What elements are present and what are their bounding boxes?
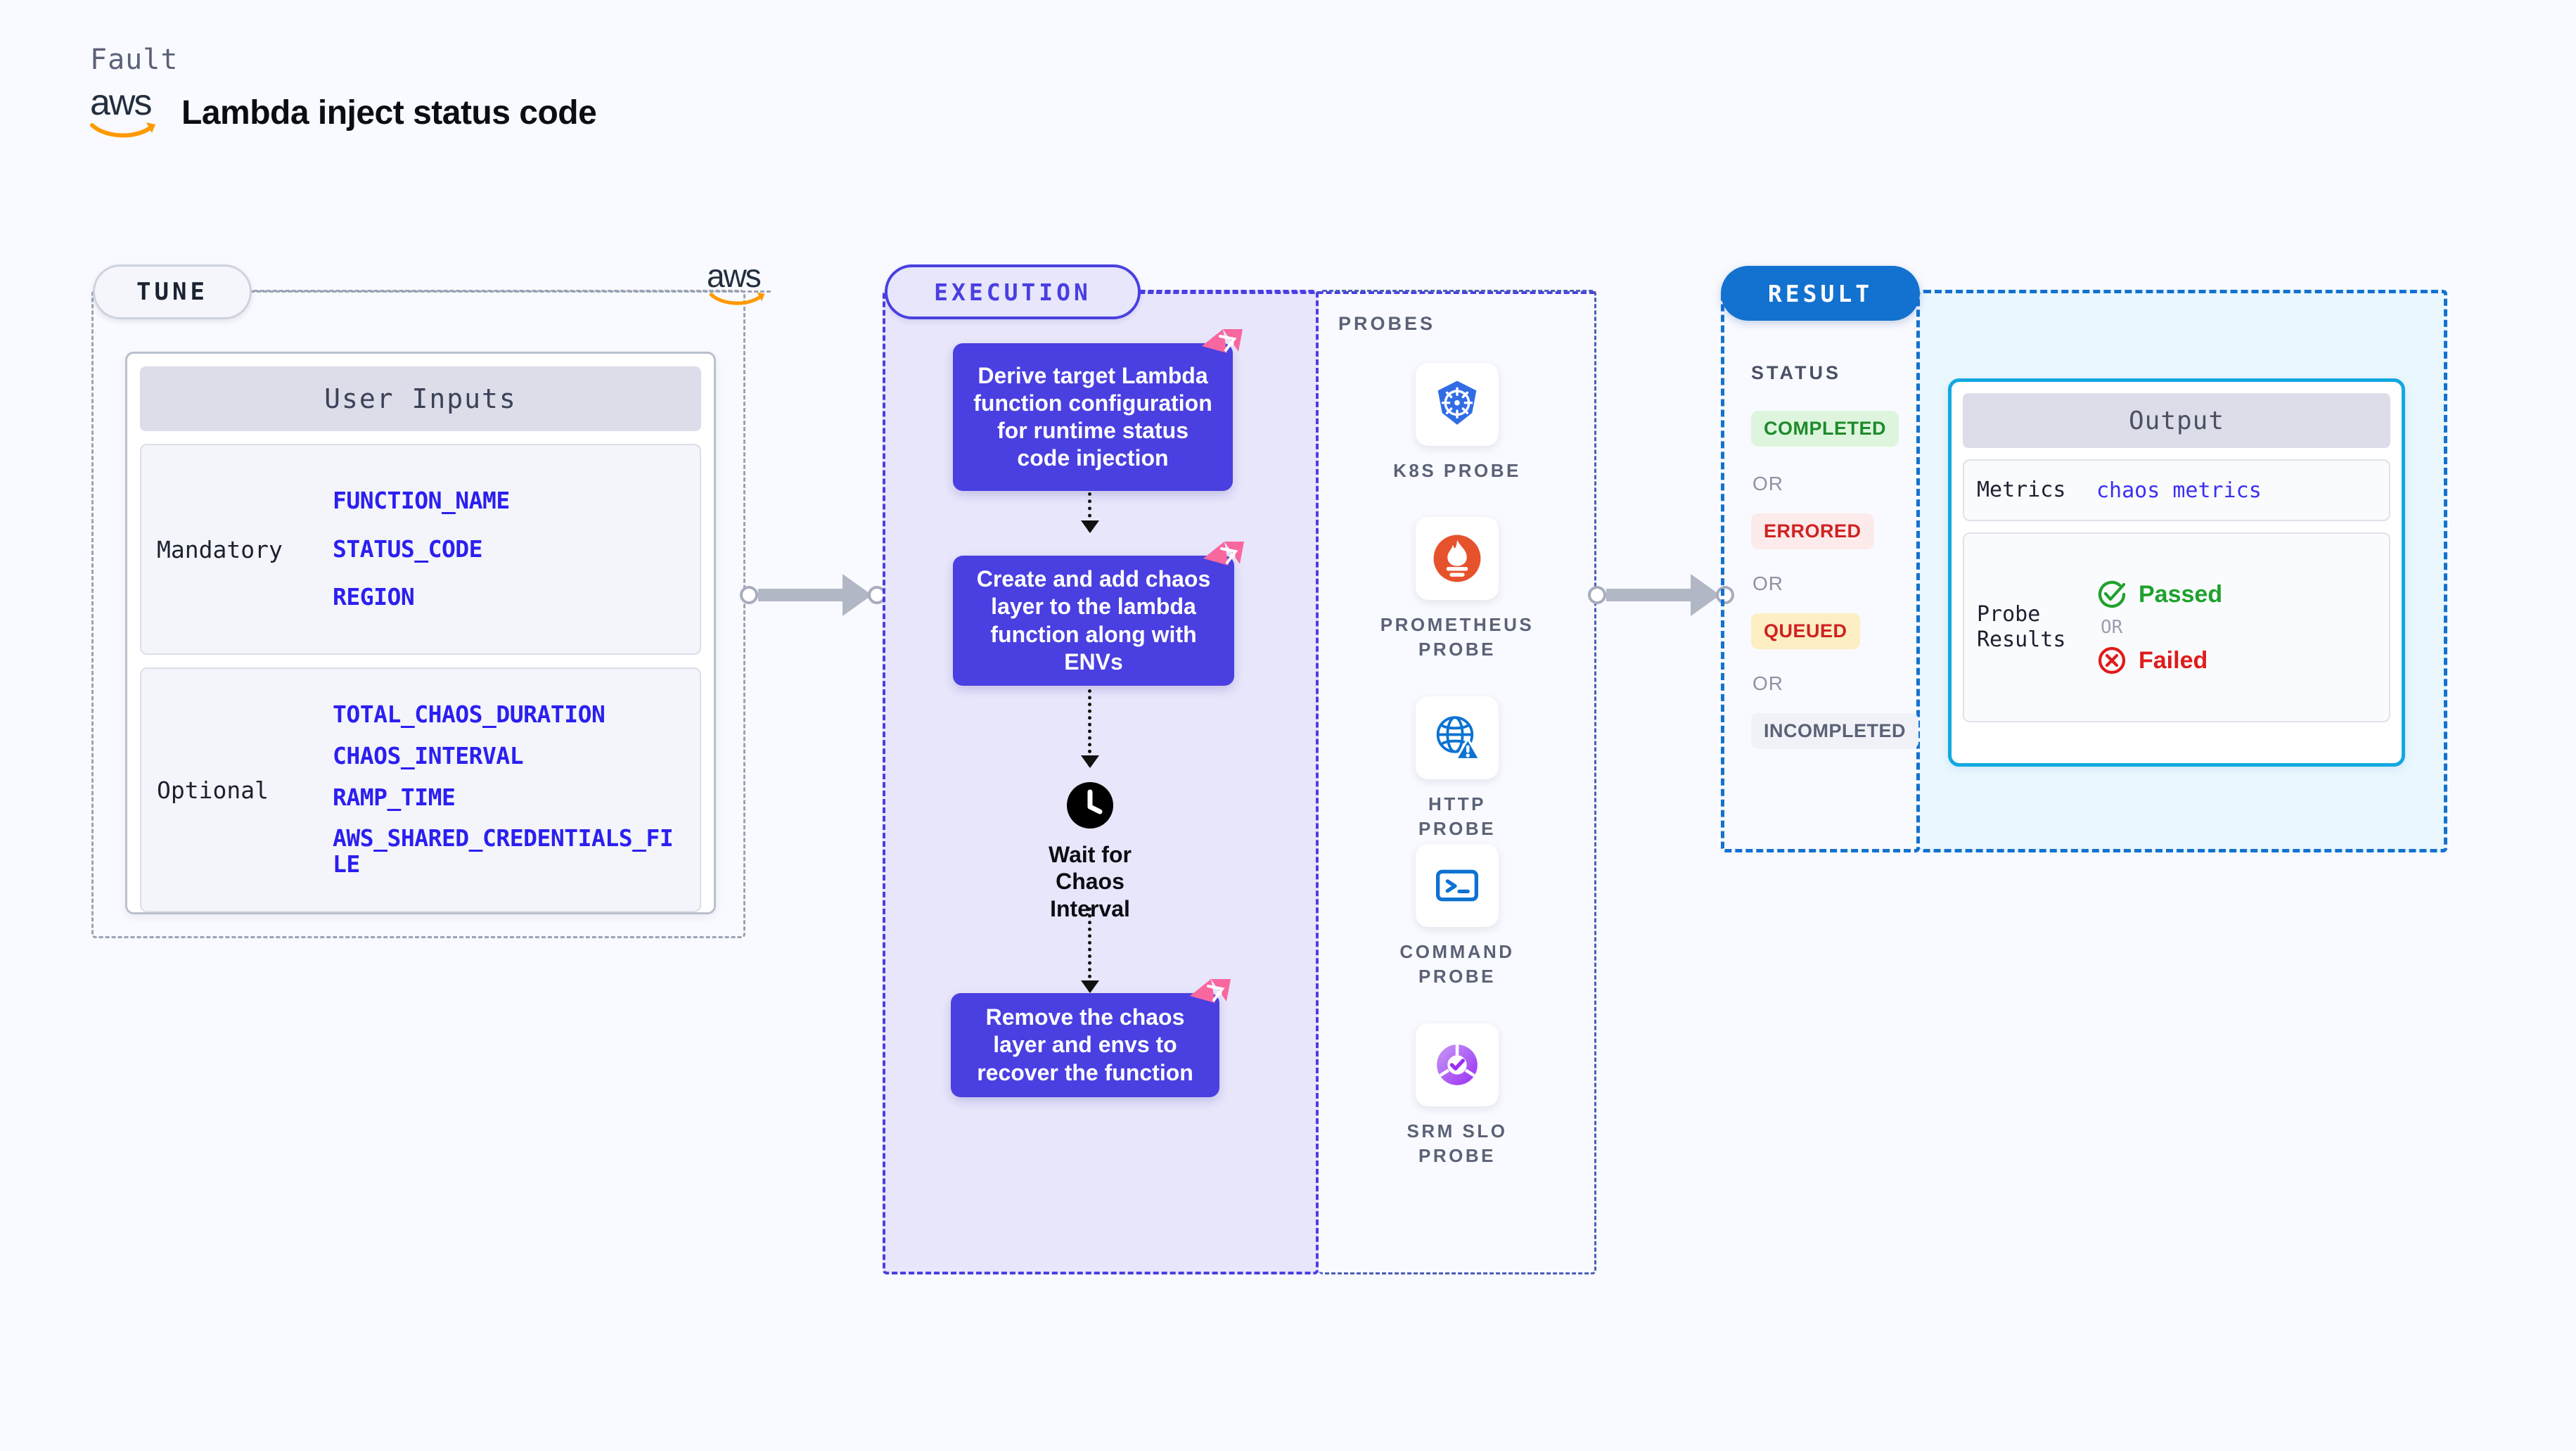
connector-execution-to-result: [1588, 574, 1734, 616]
prometheus-icon: [1433, 535, 1481, 582]
metrics-value: chaos metrics: [2096, 478, 2262, 503]
failed-label: Failed: [2139, 646, 2208, 674]
probe-result-passed: Passed: [2096, 579, 2222, 610]
param-total-chaos-duration: TOTAL_CHAOS_DURATION: [333, 700, 605, 728]
check-circle-icon: [2098, 580, 2126, 608]
execution-top-dashed-line: [1139, 291, 1595, 294]
connector-start-dot: [740, 586, 758, 604]
probes-section: [1319, 290, 1596, 1274]
param-status-code: STATUS_CODE: [333, 535, 483, 563]
optional-params-group: Optional TOTAL_CHAOS_DURATION CHAOS_INTE…: [140, 667, 701, 912]
optional-values: TOTAL_CHAOS_DURATION CHAOS_INTERVAL RAMP…: [333, 700, 686, 878]
page-title: Lambda inject status code: [181, 94, 597, 132]
output-row-probe-results: Probe Results Passed OR Failed: [1963, 532, 2390, 722]
terminal-icon: [1435, 869, 1479, 902]
param-chaos-interval: CHAOS_INTERVAL: [333, 741, 524, 769]
tune-top-dashed-line: [250, 290, 771, 293]
probe-tile: [1416, 517, 1499, 600]
execution-step-remove-chaos-layer[interactable]: Remove the chaos layer and envs to recov…: [951, 993, 1219, 1097]
connector-start-dot: [1588, 586, 1606, 604]
mandatory-values: FUNCTION_NAME STATUS_CODE REGION: [333, 486, 510, 611]
aws-logo: aws: [90, 82, 166, 138]
execution-section-pill[interactable]: EXECUTION: [885, 264, 1141, 319]
status-badge-incompleted: INCOMPLETED: [1751, 713, 1919, 749]
connector-arrowhead: [1691, 574, 1720, 616]
probe-tile: [1416, 1023, 1499, 1106]
mandatory-label: Mandatory: [157, 535, 283, 563]
http-globe-icon: [1436, 716, 1482, 760]
passed-label: Passed: [2139, 580, 2223, 608]
probe-item-k8s[interactable]: K8S PROBE: [1387, 363, 1527, 483]
status-title: STATUS: [1751, 362, 1841, 383]
optional-label: Optional: [157, 776, 269, 804]
metrics-key: Metrics: [1977, 478, 2066, 502]
x-circle-icon: [2098, 646, 2126, 675]
probe-label: PROMETHEUS PROBE: [1380, 614, 1534, 660]
param-ramp-time: RAMP_TIME: [333, 783, 456, 811]
status-or-2: OR: [1752, 573, 1783, 594]
output-title: Output: [1963, 393, 2390, 448]
probe-label: COMMAND PROBE: [1399, 941, 1515, 987]
tune-aws-wordmark: aws: [707, 257, 762, 294]
execution-step-create-chaos-layer[interactable]: Create and add chaos layer to the lambda…: [953, 556, 1234, 686]
status-badge-completed: COMPLETED: [1751, 411, 1899, 447]
clock-icon: [1067, 782, 1113, 829]
probe-tile: [1416, 696, 1499, 779]
flow-arrow-2: [1081, 689, 1099, 768]
user-inputs-card: User Inputs Mandatory FUNCTION_NAME STAT…: [125, 352, 716, 914]
probe-results-values: Passed OR Failed: [2096, 579, 2222, 676]
probe-result-or: OR: [2101, 617, 2123, 638]
connector-end-dot: [1716, 586, 1734, 604]
param-function-name: FUNCTION_NAME: [333, 486, 510, 514]
probe-item-http[interactable]: HTTP PROBE: [1387, 696, 1527, 841]
tune-aws-smile-icon: [709, 292, 765, 305]
probe-item-prometheus[interactable]: PROMETHEUS PROBE: [1380, 517, 1532, 662]
flow-arrow-3: [1081, 907, 1099, 993]
probe-tile: [1416, 363, 1499, 446]
connector-tune-to-execution: [740, 574, 886, 616]
tune-section-pill[interactable]: TUNE: [93, 264, 252, 319]
srm-slo-icon: [1437, 1044, 1478, 1085]
probe-result-failed: Failed: [2096, 645, 2222, 676]
probe-label: SRM SLO PROBE: [1406, 1120, 1508, 1167]
connector-arrowhead: [842, 574, 872, 616]
connector-shaft: [758, 589, 842, 601]
kubernetes-icon: [1437, 381, 1477, 425]
probe-label: HTTP PROBE: [1418, 793, 1496, 840]
connector-shaft: [1606, 589, 1691, 601]
tune-aws-logo: aws: [707, 257, 783, 314]
status-or-1: OR: [1752, 473, 1783, 494]
status-badge-queued: QUEUED: [1751, 613, 1860, 649]
aws-logo-wordmark: aws: [90, 82, 152, 123]
probe-item-command[interactable]: COMMAND PROBE: [1387, 844, 1527, 989]
param-region: REGION: [333, 583, 415, 611]
output-card: Output Metrics chaos metrics Probe Resul…: [1948, 378, 2405, 767]
mandatory-params-group: Mandatory FUNCTION_NAME STATUS_CODE REGI…: [140, 444, 701, 655]
probe-item-srm-slo[interactable]: SRM SLO PROBE: [1387, 1023, 1527, 1168]
execution-step-derive-config[interactable]: Derive target Lambda function configurat…: [953, 343, 1233, 491]
probe-results-key: Probe Results: [1977, 602, 2066, 652]
fault-kicker: Fault: [90, 44, 179, 76]
flow-arrow-1: [1081, 492, 1099, 533]
page-header: Fault aws Lambda inject status code: [90, 44, 597, 138]
result-section-pill[interactable]: RESULT: [1721, 266, 1920, 321]
output-row-metrics: Metrics chaos metrics: [1963, 459, 2390, 521]
wait-for-chaos-interval-node: Wait for Chaos Interval: [1020, 781, 1160, 922]
status-or-3: OR: [1752, 672, 1783, 694]
probes-title: PROBES: [1338, 313, 1436, 334]
param-aws-shared-credentials-file: AWS_SHARED_CREDENTIALS_FILE: [333, 824, 674, 878]
probe-tile: [1416, 844, 1499, 927]
status-badge-errored: ERRORED: [1751, 513, 1874, 549]
aws-smile-icon: [90, 122, 155, 138]
probe-label: K8S PROBE: [1393, 460, 1521, 481]
user-inputs-title: User Inputs: [140, 366, 701, 431]
